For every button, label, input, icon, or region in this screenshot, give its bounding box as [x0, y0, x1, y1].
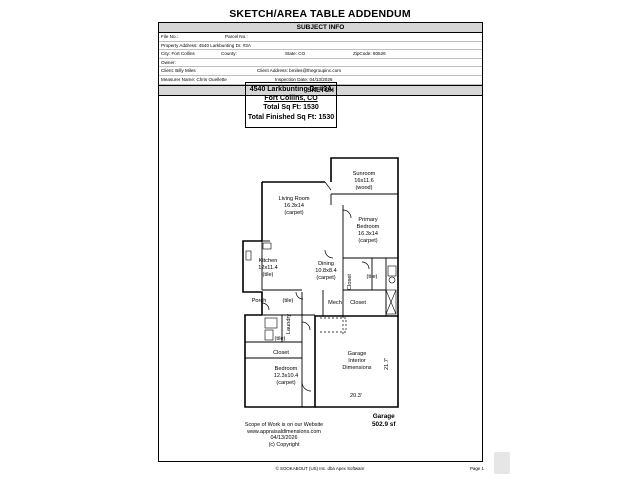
measurer-field: Measurer Name: Chris Ouellette: [161, 76, 227, 82]
form-row: File No.: Parcel No.:: [159, 33, 482, 42]
summary-city: Fort Collins, CO: [264, 95, 318, 103]
exterior-walls: [242, 157, 399, 408]
summary-box: 4540 Larkbunting Dr #3A Fort Collins, CO…: [245, 82, 337, 128]
room-label-closet: Closet: [350, 300, 366, 306]
client-field: Client: Billy Miles: [161, 68, 196, 74]
summary-finished-sqft: Total Finished Sq Ft: 1530: [247, 113, 335, 121]
file-no-field: File No.:: [161, 34, 179, 39]
room-label-tile-bath2: (tile): [275, 336, 286, 342]
client-address-field: Client Address: bmiles@thegroupinc.com: [257, 68, 342, 74]
room-label-closet-vertical: Closet: [347, 274, 353, 290]
sketch-header: SKETCH: [159, 84, 482, 96]
form-row: Measurer Name: Chris Ouellette Inspectio…: [159, 76, 482, 85]
city-field: City: Fort Collins: [161, 51, 195, 57]
parcel-no-field: Parcel No.:: [225, 34, 248, 39]
inspection-date-field: Inspection Date: 04/13/2026: [275, 76, 333, 82]
dimension-vertical: 21.7': [384, 358, 390, 370]
subject-info-header: SUBJECT INFO: [159, 23, 482, 33]
room-label-tile-bath: (tile): [367, 274, 378, 280]
room-label-tile-entry: (tile): [283, 298, 294, 304]
state-field: State: CO: [285, 51, 306, 57]
fixtures: [245, 242, 397, 341]
property-address-field: Property Address: 4540 Larkbunting Dr. #…: [161, 42, 251, 48]
room-label-porch: Porch: [252, 298, 267, 304]
room-label-mech: Mech: [328, 300, 342, 306]
form-row: City: Fort Collins County: State: CO Zip…: [159, 50, 482, 59]
form-row: Client: Billy Miles Client Address: bmil…: [159, 67, 482, 76]
footer-line: (c) Copyright: [268, 441, 300, 448]
form-row: Owner:: [159, 59, 482, 68]
interior-walls: [245, 193, 398, 407]
summary-address: 4540 Larkbunting Dr #3A: [249, 86, 333, 93]
owner-field: Owner:: [161, 59, 176, 65]
room-label-closet-left: Closet: [273, 350, 289, 356]
room-label-laundry: Laundry: [286, 314, 292, 334]
form-row: Property Address: 4540 Larkbunting Dr. #…: [159, 42, 482, 51]
county-field: County:: [221, 51, 237, 57]
side-stamp: [494, 452, 510, 474]
footer-line: Scope of Work is on our Website: [244, 422, 324, 428]
page-title: SKETCH/AREA TABLE ADDENDUM: [229, 8, 411, 20]
zipcode-field: ZipCode: 80526: [353, 51, 386, 57]
footer-link: www.appraisaldimensions.com: [247, 428, 321, 435]
summary-total-sqft: Total Sq Ft: 1530: [263, 104, 319, 112]
footer-note: Scope of Work is on our Website www.appr…: [234, 422, 334, 448]
garage-label: Garage: [372, 413, 395, 420]
door-swings: [261, 181, 370, 392]
dimension-horizontal: 20.3': [350, 393, 362, 399]
garage-sqft: 502.9 sf: [372, 421, 396, 428]
addendum-form: SUBJECT INFO File No.: Parcel No.: Prope…: [158, 22, 483, 462]
garage-area-label: Garage 502.9 sf: [372, 413, 395, 429]
footer-line: 04/13/2026: [270, 435, 298, 442]
dashed-lines: [320, 316, 347, 334]
page-number: Page 1: [470, 466, 484, 471]
copyright-footer: © SOOKABOUT (US) Inc. dba Apex Software: [275, 466, 365, 471]
